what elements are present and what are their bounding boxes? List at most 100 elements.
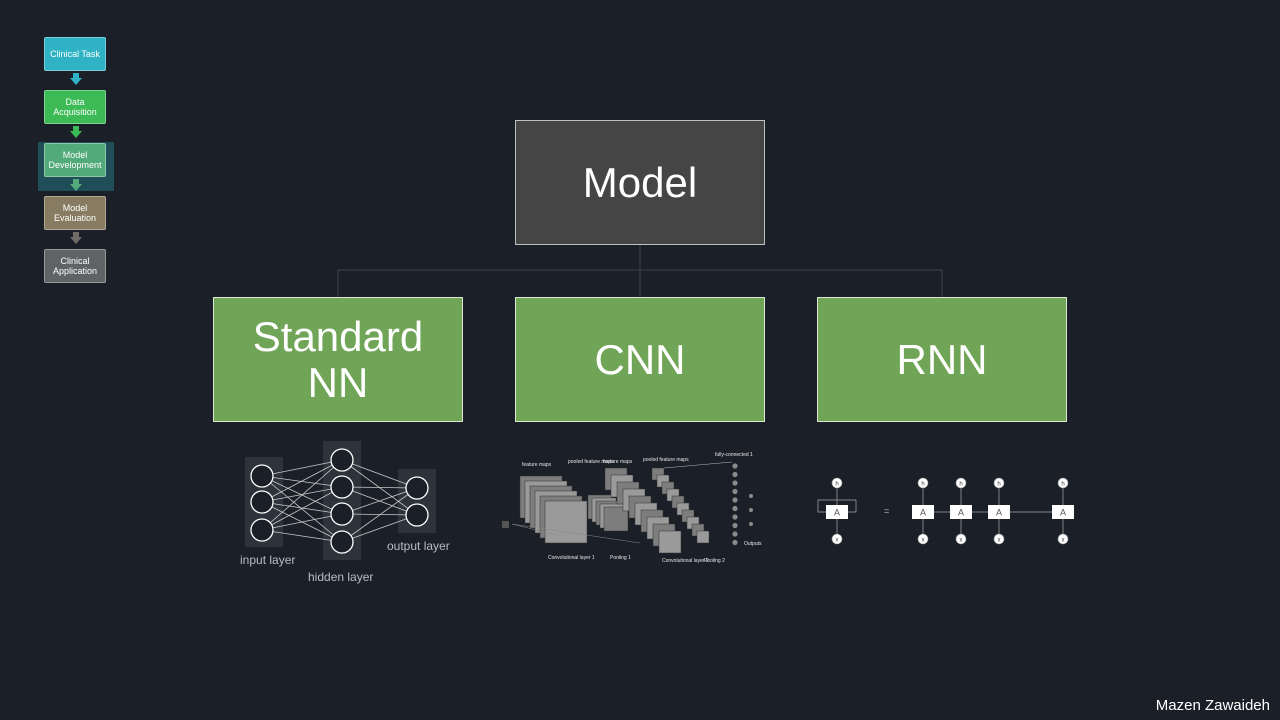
hidden-layer-label: hidden layer bbox=[308, 570, 374, 584]
cnn-connector bbox=[663, 461, 733, 469]
cnn-fc-neuron bbox=[732, 480, 738, 486]
cnn-label-fc: fully-connected 1 bbox=[715, 452, 753, 458]
cnn-label: CNN bbox=[594, 335, 686, 383]
nn-edge bbox=[261, 459, 343, 477]
rnn-equals-sign: = bbox=[884, 506, 889, 516]
output-layer-label: output layer bbox=[387, 539, 450, 553]
cnn-box: CNN bbox=[515, 297, 765, 422]
rnn-node-label: x bbox=[836, 538, 839, 544]
standard-nn-label: Standard NN bbox=[252, 312, 424, 406]
cnn-label-outputs: Outputs bbox=[744, 541, 762, 547]
nn-node bbox=[405, 503, 429, 527]
cnn-fc-neuron bbox=[732, 497, 738, 503]
nn-node bbox=[250, 490, 274, 514]
rnn-cell bbox=[950, 505, 972, 519]
cnn-fc-neuron bbox=[732, 488, 738, 495]
step-label: Clinical Task bbox=[50, 49, 100, 59]
nn-edge bbox=[341, 459, 418, 489]
nn-edge bbox=[341, 514, 418, 543]
rnn-cell bbox=[988, 505, 1010, 519]
cnn-fc-neuron bbox=[732, 539, 738, 546]
input-layer-label: input layer bbox=[240, 553, 296, 567]
step-label: Data Acquisition bbox=[53, 97, 97, 117]
rnn-loop-arrow bbox=[817, 499, 857, 513]
rnn-cell bbox=[912, 505, 934, 519]
cnn-feature-map bbox=[658, 530, 682, 554]
arrow-down-icon bbox=[70, 73, 82, 85]
nn-edge bbox=[261, 475, 343, 488]
cnn-label-pool2: Pooling 2 bbox=[704, 558, 725, 564]
step-label: Model Evaluation bbox=[53, 203, 97, 223]
nn-edge bbox=[261, 501, 343, 515]
cnn-feature-map bbox=[544, 500, 588, 544]
nn-edge bbox=[261, 459, 343, 503]
cnn-fc-neuron bbox=[732, 531, 738, 537]
model-box: Model bbox=[515, 120, 765, 245]
step-clinical-task[interactable]: Clinical Task bbox=[44, 37, 106, 71]
nn-node bbox=[250, 518, 274, 542]
cnn-output-neuron bbox=[749, 508, 753, 512]
rnn-cell-label: A bbox=[958, 508, 964, 518]
rnn-cell-label: A bbox=[920, 508, 926, 518]
nn-node bbox=[330, 448, 354, 472]
model-label: Model bbox=[582, 158, 698, 206]
nn-edge bbox=[261, 475, 343, 543]
cnn-label-conv2: Convolutional layer 2 bbox=[662, 558, 709, 564]
nn-edge bbox=[261, 459, 343, 531]
nn-node bbox=[330, 530, 354, 554]
nn-edge bbox=[341, 487, 418, 543]
nn-edge bbox=[261, 486, 343, 531]
step-label: Clinical Application bbox=[52, 256, 98, 276]
cnn-output-neuron bbox=[749, 522, 753, 526]
nn-edge bbox=[261, 513, 343, 531]
rnn-cell-label: A bbox=[1060, 508, 1066, 518]
arrow-down-icon bbox=[70, 232, 82, 244]
step-label: Model Development bbox=[48, 150, 102, 170]
cnn-fc-neuron bbox=[732, 505, 738, 512]
rnn-node-label: h bbox=[997, 482, 1000, 488]
nn-node bbox=[330, 502, 354, 526]
cnn-architecture-diagram: feature maps pooled feature maps feature… bbox=[502, 452, 762, 564]
rnn-node-label: h bbox=[921, 482, 924, 488]
cnn-label-feature-maps-2: feature maps bbox=[603, 459, 633, 465]
rnn-node-label: h bbox=[835, 482, 838, 488]
nn-edge bbox=[341, 486, 418, 489]
rnn-label: RNN bbox=[896, 335, 988, 383]
cnn-fc-neuron bbox=[732, 463, 738, 469]
rnn-box: RNN bbox=[817, 297, 1067, 422]
standard-nn-box: Standard NN bbox=[213, 297, 463, 422]
nn-edge bbox=[341, 513, 418, 516]
rnn-cell-label: A bbox=[834, 508, 840, 518]
neural-network-diagram bbox=[245, 441, 436, 560]
cnn-label-pooled-1: pooled feature maps bbox=[568, 459, 614, 465]
step-model-evaluation[interactable]: Model Evaluation bbox=[44, 196, 106, 230]
nn-node bbox=[250, 464, 274, 488]
arrow-down-icon bbox=[70, 179, 82, 191]
rnn-node-label: h bbox=[959, 482, 962, 488]
author-name: Mazen Zawaideh bbox=[1155, 697, 1270, 714]
rnn-node-label: x bbox=[1062, 538, 1065, 544]
step-clinical-application[interactable]: Clinical Application bbox=[44, 249, 106, 283]
rnn-cell bbox=[826, 505, 848, 519]
cnn-label-pool1: Pooling 1 bbox=[610, 555, 631, 561]
cnn-output-neuron bbox=[749, 494, 753, 498]
cnn-label-pooled-2: pooled feature maps bbox=[643, 457, 689, 463]
rnn-node-label: x bbox=[998, 538, 1001, 544]
rnn-node-label: x bbox=[922, 538, 925, 544]
cnn-fc-neuron bbox=[732, 471, 738, 478]
cnn-label-conv1: Convolutional layer 1 bbox=[548, 555, 595, 561]
cnn-feature-map bbox=[696, 530, 710, 544]
cnn-fc-neuron bbox=[732, 522, 738, 529]
nn-node bbox=[330, 475, 354, 499]
nn-edge bbox=[341, 487, 418, 515]
cnn-label-feature-maps: feature maps bbox=[522, 462, 552, 468]
step-data-acquisition[interactable]: Data Acquisition bbox=[44, 90, 106, 124]
nn-node bbox=[405, 476, 429, 500]
nn-edge bbox=[261, 529, 343, 543]
step-model-development[interactable]: Model Development bbox=[44, 143, 106, 177]
cnn-fc-neuron bbox=[732, 514, 738, 520]
rnn-node-label: x bbox=[960, 538, 963, 544]
arrow-down-icon bbox=[70, 126, 82, 138]
